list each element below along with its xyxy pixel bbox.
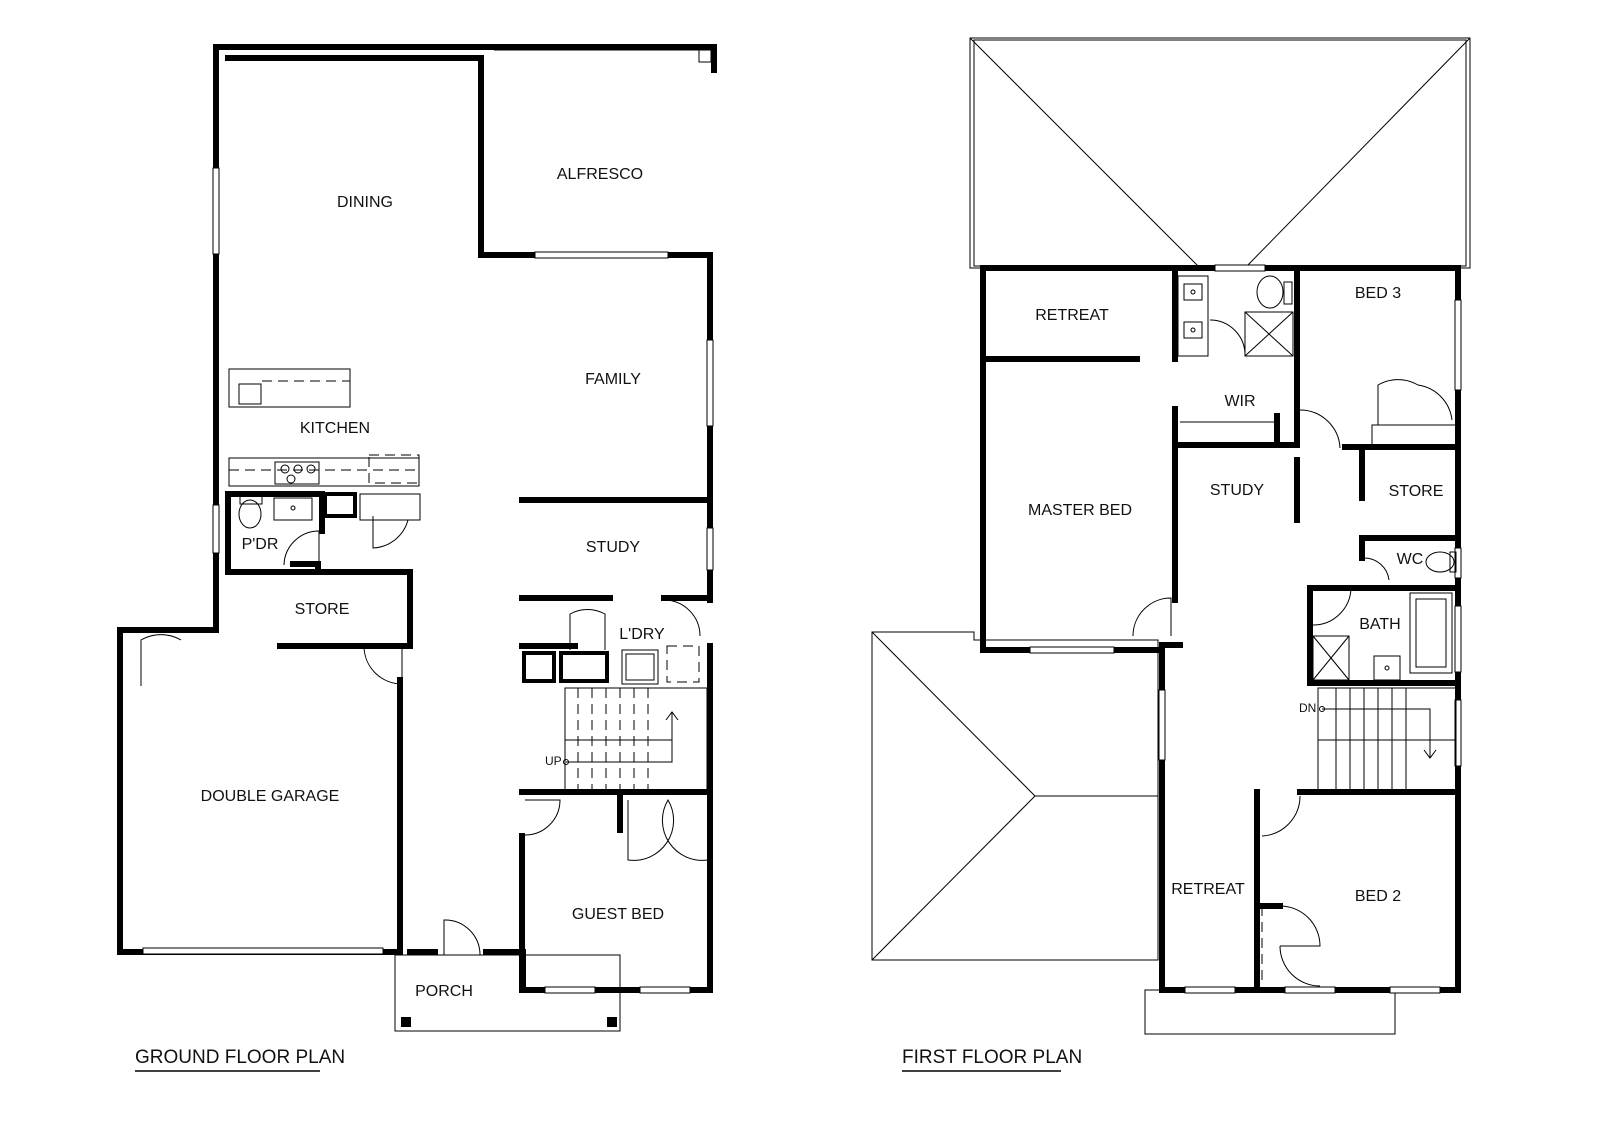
first-floor-labels: RETREAT WIR BED 3 MASTER BED STUDY STORE… bbox=[1028, 285, 1443, 905]
first-floor-walls bbox=[980, 265, 1461, 993]
bath-fixtures bbox=[1312, 592, 1453, 681]
first-floor-doors bbox=[1132, 379, 1457, 987]
ground-floor-title: GROUND FLOOR PLAN bbox=[135, 1047, 345, 1068]
first-floor-title: FIRST FLOOR PLAN bbox=[902, 1047, 1082, 1068]
first-floor-plan bbox=[871, 37, 1471, 1035]
ground-floor-plan bbox=[117, 44, 717, 1032]
kitchen-fixtures bbox=[228, 368, 421, 521]
room-label-kitchen: KITCHEN bbox=[300, 420, 370, 437]
ensuite-fixtures bbox=[1177, 275, 1294, 357]
room-label-alfresco: ALFRESCO bbox=[557, 166, 643, 183]
room-label-wir: WIR bbox=[1224, 393, 1255, 410]
room-label-retreat-top: RETREAT bbox=[1035, 307, 1109, 324]
laundry-fixtures bbox=[522, 645, 700, 685]
room-label-wc: WC bbox=[1397, 551, 1424, 568]
room-label-double-garage: DOUBLE GARAGE bbox=[201, 788, 340, 805]
room-label-store: STORE bbox=[295, 601, 350, 618]
room-label-porch: PORCH bbox=[415, 983, 473, 1000]
plan-titles: GROUND FLOOR PLAN FIRST FLOOR PLAN bbox=[135, 1047, 1082, 1072]
room-label-dining: DINING bbox=[337, 194, 393, 211]
room-label-study: STUDY bbox=[1210, 482, 1265, 499]
room-label-bed3: BED 3 bbox=[1355, 285, 1401, 302]
first-floor-roofs bbox=[871, 37, 1471, 1035]
porch-outline bbox=[394, 954, 621, 1032]
wc-fixtures bbox=[1425, 551, 1457, 573]
powder-room-fixtures bbox=[238, 495, 313, 529]
room-label-bed2: BED 2 bbox=[1355, 888, 1401, 905]
room-label-retreat-bottom: RETREAT bbox=[1171, 881, 1245, 898]
stair-label-dn: DN bbox=[1299, 701, 1316, 715]
room-label-study: STUDY bbox=[586, 539, 641, 556]
ground-floor-labels: DINING ALFRESCO FAMILY KITCHEN P'DR STUD… bbox=[201, 166, 665, 1000]
first-floor-stairs bbox=[1317, 687, 1457, 793]
room-label-master-bed: MASTER BED bbox=[1028, 502, 1132, 519]
ground-floor-stairs bbox=[563, 687, 708, 793]
ground-floor-walls bbox=[117, 44, 717, 993]
first-floor-windows bbox=[1029, 264, 1462, 994]
ground-floor-doors bbox=[140, 516, 709, 956]
room-label-family: FAMILY bbox=[585, 371, 641, 388]
room-label-store: STORE bbox=[1389, 483, 1444, 500]
ground-floor-windows bbox=[142, 49, 714, 994]
room-label-bath: BATH bbox=[1359, 616, 1400, 633]
room-label-guest-bed: GUEST BED bbox=[572, 906, 664, 923]
room-label-laundry: L'DRY bbox=[619, 626, 665, 643]
room-label-powder: P'DR bbox=[242, 536, 279, 553]
stair-label-up: UP bbox=[545, 754, 562, 768]
